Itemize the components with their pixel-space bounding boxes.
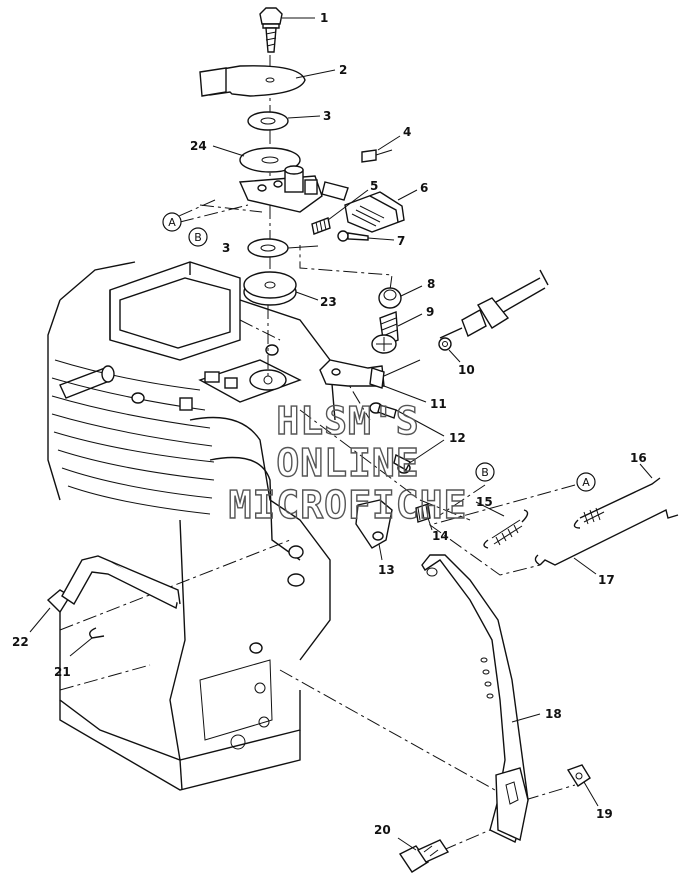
callout-a-right: A — [576, 472, 596, 492]
part-number-label: 2 — [339, 63, 347, 77]
part-number-label: 3 — [222, 241, 230, 255]
part-number-label: 10 — [458, 363, 475, 377]
part-number-label: 9 — [426, 305, 434, 319]
part-21-clip — [89, 627, 105, 639]
part-number-label: 16 — [630, 451, 647, 465]
callout-a-label: A — [582, 476, 590, 489]
part-16-rod — [573, 477, 661, 529]
part-13-lever — [355, 499, 393, 549]
part-number-label: 22 — [12, 635, 29, 649]
part-14-spring — [415, 503, 431, 523]
part-19-nut — [566, 764, 591, 787]
part-number-label: 4 — [403, 125, 411, 139]
part-24-governor-plate — [238, 147, 349, 213]
part-2-plate — [199, 65, 306, 97]
part-6-knob — [344, 191, 405, 233]
part-22-lever — [46, 555, 181, 614]
part-number-label: 3 — [323, 109, 331, 123]
watermark: HLSM'S ONLINE MICROFICHE — [228, 398, 468, 527]
part-1-bolt — [259, 7, 283, 53]
part-number-label: 8 — [427, 277, 435, 291]
part-3-washer-lower — [247, 238, 289, 258]
part-number-label: 24 — [190, 139, 207, 153]
part-11-bracket — [319, 359, 421, 389]
throttle-cable — [439, 269, 549, 339]
part-8-grommet — [378, 287, 402, 309]
part-number-label: 14 — [432, 529, 449, 543]
part-number-label: 12 — [449, 431, 466, 445]
part-4-screw — [361, 149, 393, 163]
part-number-label: 21 — [54, 665, 71, 679]
part-3-washer — [247, 111, 289, 131]
part-number-label: 13 — [378, 563, 395, 577]
part-number-label: 7 — [397, 234, 405, 248]
callout-b-label: B — [194, 231, 202, 244]
part-9-bolt — [371, 311, 399, 354]
part-number-label: 15 — [476, 495, 493, 509]
part-20-bolt — [398, 839, 450, 873]
callout-b-label: B — [481, 466, 489, 479]
part-number-label: 1 — [320, 11, 328, 25]
callout-a-label: A — [168, 216, 176, 229]
callout-a-left: A — [162, 212, 182, 232]
callout-b-left: B — [188, 227, 208, 247]
part-12-screws — [369, 402, 411, 474]
part-number-label: 6 — [420, 181, 428, 195]
part-number-label: 5 — [370, 179, 378, 193]
part-17-rod — [534, 508, 679, 566]
part-15-spring — [483, 509, 529, 549]
part-number-label: 18 — [545, 707, 562, 721]
part-18-lever-arm — [421, 554, 529, 843]
part-7-screw — [337, 230, 369, 242]
number-leaders — [29, 17, 653, 851]
callout-b-right: B — [475, 462, 495, 482]
part-number-label: 11 — [430, 397, 447, 411]
part-number-labels: 1 2 3 4 5 6 7 3 8 9 10 11 12 13 14 15 16… — [12, 11, 647, 837]
watermark-line-3: MICROFICHE — [229, 483, 468, 527]
part-23-disc — [243, 271, 297, 306]
watermark-line-1: HLSM'S — [276, 399, 419, 443]
part-number-label: 17 — [598, 573, 615, 587]
watermark-line-2: ONLINE — [276, 441, 419, 485]
part-10-clip — [438, 337, 452, 351]
engine-block — [47, 261, 336, 791]
part-number-label: 23 — [320, 295, 337, 309]
part-number-label: 20 — [374, 823, 391, 837]
part-5-spring — [311, 217, 331, 235]
part-number-label: 19 — [596, 807, 613, 821]
